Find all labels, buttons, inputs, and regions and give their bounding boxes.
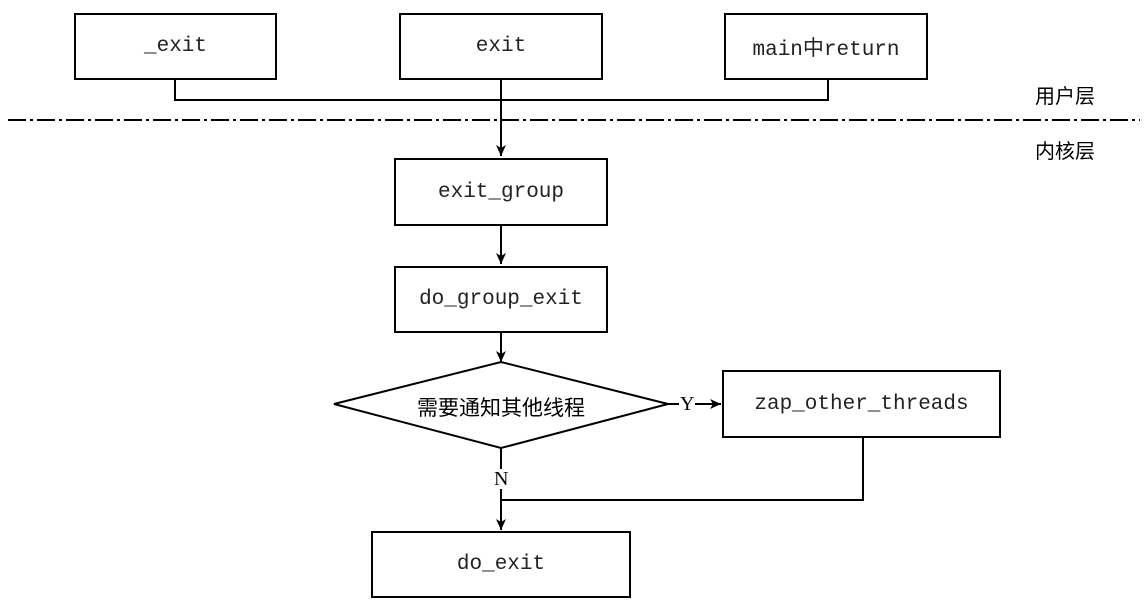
kernel-layer-label: 内核层 [1035, 139, 1095, 163]
connector-zap-return [501, 438, 864, 501]
yes-label: Y [679, 393, 696, 415]
node-exit-label: exit [475, 35, 527, 58]
node-exit: exit [399, 13, 603, 80]
node-main-return-label: main中return [752, 38, 900, 62]
user-layer-label: 用户层 [1035, 84, 1095, 108]
node-exit-group-label: exit_group [437, 180, 565, 204]
node-exit-group: exit_group [394, 158, 608, 226]
node-zap-other-threads: zap_other_threads [722, 370, 1001, 438]
node-zap-other-threads-label: zap_other_threads [754, 392, 969, 416]
node-do-group-exit: do_group_exit [394, 266, 608, 333]
node-do-exit-label: do_exit [456, 553, 546, 576]
node-underscore-exit: _exit [74, 13, 277, 80]
node-main-return: main中return [724, 13, 928, 80]
node-do-group-exit-label: do_group_exit [419, 288, 583, 311]
no-label: N [493, 468, 510, 490]
node-underscore-exit-label: _exit [143, 35, 207, 58]
decision-label: 需要通知其他线程 [417, 396, 585, 420]
node-do-exit: do_exit [371, 531, 631, 598]
